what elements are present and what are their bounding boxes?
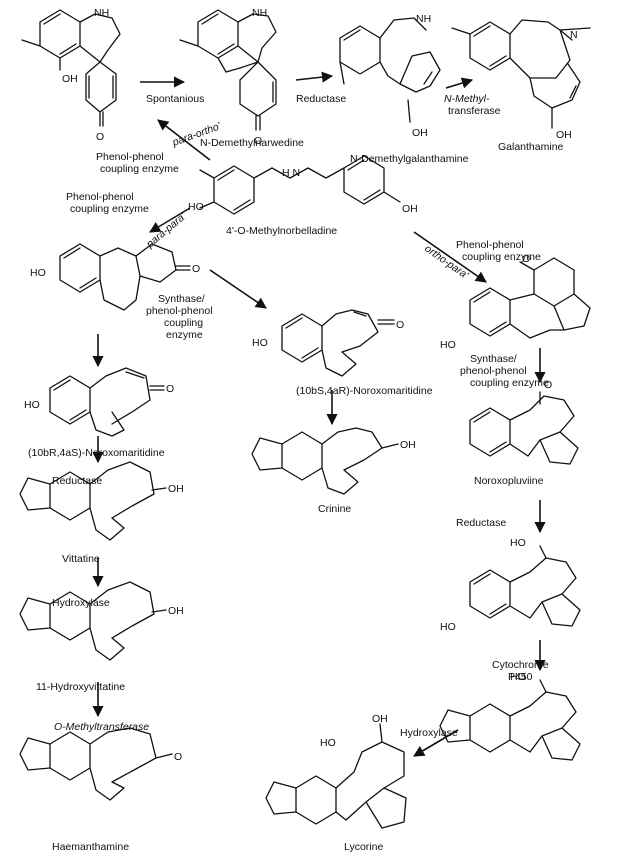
molecule-lycorine xyxy=(265,723,407,829)
label-methylnorbelladine: 4'-O-Methylnorbelladine xyxy=(226,225,337,237)
atom-o-6: O xyxy=(396,319,404,331)
molecule-n-demethylnarwedine xyxy=(179,9,277,131)
label-reductase-left: Reductase xyxy=(52,475,102,487)
molecule-noroxomaritidine-10bR xyxy=(49,367,165,437)
label-phenol-coupling-2a: Phenol-phenol xyxy=(66,191,134,203)
atom-ho-11: HO xyxy=(510,671,526,683)
label-n-demethylnarwedine: N-Demethylnarwedine xyxy=(200,137,304,149)
atom-n-galanthamine: N xyxy=(570,29,578,41)
molecule-haemanthamine xyxy=(19,727,173,801)
label-phenol-coupling-1b: coupling enzyme xyxy=(100,163,179,175)
label-11-hydroxyvittatine: 11-Hydroxyvittatine xyxy=(36,681,125,693)
label-phenol-coupling-3a: Phenol-phenol xyxy=(456,239,524,251)
label-p450: P450 xyxy=(508,671,533,683)
label-hydroxylase-left: Hydroxylase xyxy=(52,597,110,609)
label-vittatine: Vittatine xyxy=(62,553,100,565)
atom-o-haem: O xyxy=(174,751,182,763)
label-phenol-coupling-1a: Phenol-phenol xyxy=(96,151,164,163)
atom-ho-9: HO xyxy=(510,537,526,549)
atom-nh-belladine: H N xyxy=(282,167,300,179)
atom-oh-1: OH xyxy=(62,73,78,85)
molecule-methylnorbelladine xyxy=(199,155,401,215)
molecule-para-para-intermediate xyxy=(59,243,191,311)
atom-o-5: O xyxy=(166,383,174,395)
atom-o-1: O xyxy=(96,131,104,143)
label-lycorine: Lycorine xyxy=(344,841,383,853)
label-noroxomaritidine-10bS: (10bS,4aR)-Noroxomaritidine xyxy=(296,385,433,397)
atom-nh-3: NH xyxy=(416,13,431,25)
label-synthase-2b: phenol-phenol xyxy=(460,365,527,377)
label-hydroxylase-right: Hydroxylase xyxy=(400,727,458,739)
label-synthase-1b: phenol-phenol xyxy=(146,305,213,317)
label-transferase: transferase xyxy=(448,105,501,117)
molecule-n-demethylgalanthamine xyxy=(339,17,441,123)
atom-ho-5: HO xyxy=(24,399,40,411)
atom-o-8: O xyxy=(544,379,552,391)
atom-ho-4: HO xyxy=(30,267,46,279)
label-phenol-coupling-2b: coupling enzyme xyxy=(70,203,149,215)
label-n-demethylgalanthamine: N-Demethylgalanthamine xyxy=(350,153,469,165)
arrow-hydroxylase-right xyxy=(413,729,459,757)
molecule-crinine xyxy=(251,427,399,495)
label-phenol-coupling-3b: coupling enzyme xyxy=(462,251,541,263)
molecule-cytochrome-product xyxy=(439,679,581,761)
molecule-noroxomaritidine-10bS xyxy=(281,309,395,377)
atom-ho-7: HO xyxy=(440,339,456,351)
label-galanthamine: Galanthamine xyxy=(498,141,564,153)
label-reductase-right: Reductase xyxy=(456,517,506,529)
label-haemanthamine: Haemanthamine xyxy=(52,841,129,853)
atom-ho-belladine: HO xyxy=(188,201,204,213)
atom-o-2: O xyxy=(254,135,262,147)
molecule-noroxopluviine xyxy=(469,391,579,465)
molecule-reduced-pluviine xyxy=(469,545,581,627)
atom-o-4: O xyxy=(192,263,200,275)
molecule-11-hydroxyvittatine xyxy=(19,581,167,661)
molecule-ortho-para-intermediate xyxy=(469,257,591,339)
atom-oh-crinine: OH xyxy=(400,439,416,451)
label-crinine: Crinine xyxy=(318,503,351,515)
label-n-methyl: N-Methyl- xyxy=(444,93,490,105)
arrow-para-ortho xyxy=(157,119,211,161)
label-synthase-1d: enzyme xyxy=(166,329,203,341)
label-synthase-2a: Synthase/ xyxy=(470,353,517,365)
molecule-vittatine xyxy=(19,461,167,541)
arrow-ortho-para xyxy=(413,231,487,283)
label-para-para: para-para' xyxy=(143,210,189,251)
arrow-reductase-top xyxy=(295,71,334,83)
arrow-para-para xyxy=(149,207,191,233)
molecule-galanthamine xyxy=(451,19,591,129)
atom-oh-vittatine: OH xyxy=(168,483,184,495)
atom-nh-1: NH xyxy=(94,7,109,19)
label-o-methyltransferase: O-Methyltransferase xyxy=(54,721,149,733)
label-noroxomaritidine-10bR: (10bR,4aS)-Noroxomaritidine xyxy=(28,447,165,459)
label-synthase-2c: coupling enzyme xyxy=(470,377,549,389)
arrow-n-methyltransferase xyxy=(445,77,474,89)
atom-oh-11hv: OH xyxy=(168,605,184,617)
label-spontanious: Spontanious xyxy=(146,93,204,105)
label-synthase-1c: coupling xyxy=(164,317,203,329)
molecule-para-ortho-intermediate xyxy=(21,9,121,127)
label-cytochrome: Cytochrome xyxy=(492,659,549,671)
atom-ho-6: HO xyxy=(252,337,268,349)
atom-oh-lycorine: OH xyxy=(372,713,388,725)
label-synthase-1a: Synthase/ xyxy=(158,293,205,305)
atom-oh-belladine: OH xyxy=(402,203,418,215)
label-noroxopluviine: Noroxopluviine xyxy=(474,475,544,487)
atom-oh-2: OH xyxy=(412,127,428,139)
label-reductase-top: Reductase xyxy=(296,93,346,105)
atom-ho-lycorine: HO xyxy=(320,737,336,749)
atom-ho-10: HO xyxy=(440,621,456,633)
atom-oh-3: OH xyxy=(556,129,572,141)
atom-o-7: O xyxy=(522,253,530,265)
arrow-to-10bS xyxy=(209,269,267,309)
atom-nh-2: NH xyxy=(252,7,267,19)
